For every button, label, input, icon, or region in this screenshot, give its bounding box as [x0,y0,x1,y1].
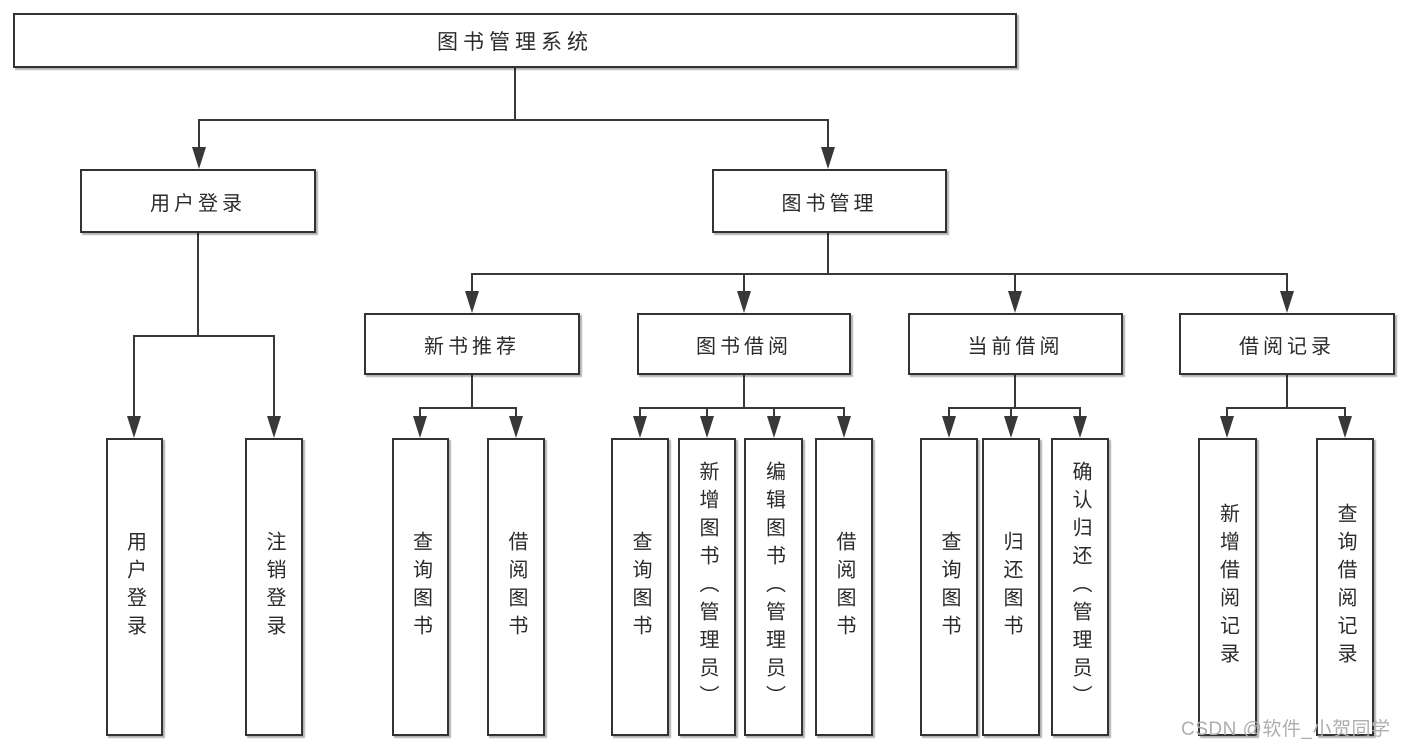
node-label: 当前借阅 [967,335,1064,358]
connector-line [197,233,199,336]
node-label: 编辑图书（管理员） [762,461,785,713]
connector-line [827,233,829,273]
connector-line [743,375,745,407]
connector-line [1014,273,1016,293]
arrow-head-icon [767,416,781,438]
node-label: 新书推荐 [424,335,520,358]
node-label: 新增借阅记录 [1216,503,1239,671]
node-leaf-user-login: 用户登录 [106,438,163,736]
arrow-head-icon [1008,291,1022,313]
node-leaf-bb-borrow-books: 借阅图书 [815,438,873,736]
connector-line [133,335,135,418]
node-label: 借阅图书 [833,531,855,643]
arrow-head-icon [127,416,141,438]
connector-line [827,119,829,149]
node-label: 归还图书 [1000,531,1022,643]
connector-line [1079,407,1081,418]
connector-line [1286,375,1288,407]
connector-line [639,407,641,418]
node-label: 查询图书 [938,531,960,643]
connector-line [1014,375,1016,407]
connector-line [471,273,473,293]
node-leaf-cb-confirm-return-admin: 确认归还（管理员） [1051,438,1109,736]
node-label: 用户登录 [123,531,146,643]
watermark: CSDN @软件_小贺同学 [1181,719,1391,740]
connector-line [706,407,708,418]
node-label: 图书借阅 [696,335,792,358]
connector-line [133,335,274,337]
node-root: 图书管理系统 [13,13,1017,68]
node-leaf-nbr-borrow-books: 借阅图书 [487,438,545,736]
node-book-mgmt: 图书管理 [712,169,947,233]
node-leaf-br-query-record: 查询借阅记录 [1316,438,1374,736]
connector-line [514,68,516,120]
node-label: 新增图书（管理员） [696,461,718,713]
connector-line [1286,273,1288,293]
node-label: 查询借阅记录 [1334,503,1356,671]
connector-line [1010,407,1012,418]
connector-line [471,375,473,407]
connector-line [1226,407,1346,409]
connector-line [1344,407,1346,418]
arrow-head-icon [633,416,647,438]
connector-line [773,407,775,418]
arrow-head-icon [942,416,956,438]
node-label: 借阅记录 [1239,335,1335,358]
node-borrowing-records: 借阅记录 [1179,313,1395,375]
arrow-head-icon [1338,416,1352,438]
arrow-head-icon [1073,416,1087,438]
node-leaf-bb-query-books: 查询图书 [611,438,669,736]
node-label: 图书管理系统 [437,30,593,54]
arrow-head-icon [1220,416,1234,438]
node-leaf-logout: 注销登录 [245,438,303,736]
arrow-head-icon [465,291,479,313]
arrow-head-icon [737,291,751,313]
arrow-head-icon [821,147,835,169]
connector-line [948,407,1081,409]
connector-line [743,273,745,293]
arrow-head-icon [509,416,523,438]
node-label: 用户登录 [150,192,246,215]
connector-line [515,407,517,418]
node-leaf-br-add-record: 新增借阅记录 [1198,438,1257,736]
node-leaf-cb-return-books: 归还图书 [982,438,1040,736]
node-label: 确认归还（管理员） [1069,461,1091,713]
node-leaf-bb-add-books-admin: 新增图书（管理员） [678,438,736,736]
node-label: 查询图书 [409,531,432,643]
node-label: 查询图书 [629,531,651,643]
connector-line [198,119,200,149]
node-leaf-cb-query-books: 查询图书 [920,438,978,736]
connector-line [471,273,1288,275]
node-leaf-nbr-query-books: 查询图书 [392,438,449,736]
arrow-head-icon [1004,416,1018,438]
arrow-head-icon [413,416,427,438]
node-label: 图书管理 [781,192,878,215]
connector-line [419,407,421,418]
connector-line [273,335,275,418]
node-new-book-rec: 新书推荐 [364,313,580,375]
connector-line [948,407,950,418]
connector-line [419,407,517,409]
node-current-borrowing: 当前借阅 [908,313,1123,375]
node-label: 注销登录 [263,531,285,643]
node-label: 借阅图书 [505,531,527,643]
arrow-head-icon [267,416,281,438]
arrow-head-icon [700,416,714,438]
connector-line [198,119,829,121]
node-book-borrowing: 图书借阅 [637,313,851,375]
node-leaf-bb-edit-books-admin: 编辑图书（管理员） [744,438,803,736]
connector-line [1226,407,1228,418]
arrow-head-icon [1280,291,1294,313]
arrow-head-icon [192,147,206,169]
arrow-head-icon [837,416,851,438]
connector-line [843,407,845,418]
connector-line [639,407,845,409]
node-user-login: 用户登录 [80,169,316,233]
